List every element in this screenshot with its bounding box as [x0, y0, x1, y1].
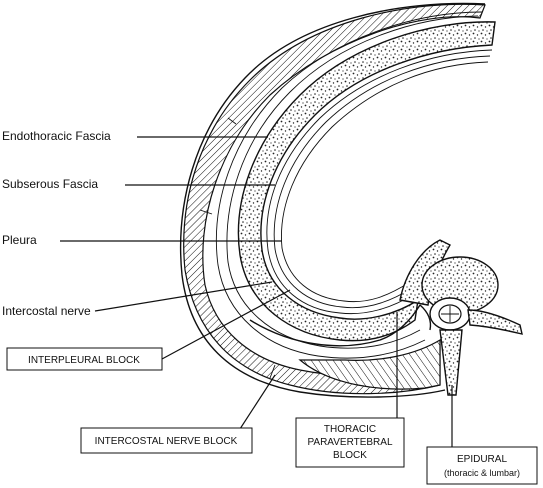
nerve-root — [419, 304, 432, 331]
subserous-fascia-line — [273, 55, 491, 309]
label-intercostal-nerve: Intercostal nerve — [2, 304, 91, 318]
rib — [237, 21, 496, 342]
pleura-line — [281, 61, 489, 303]
paravertebral-muscle — [298, 338, 441, 390]
epidural-box — [426, 446, 538, 485]
label-endothoracic-fascia: Endothoracic Fascia — [2, 129, 111, 143]
intercostal-nerve-path — [249, 304, 421, 347]
leader-intercostal-nerve — [94, 281, 273, 312]
spinal-cord-detail — [441, 306, 459, 322]
thoracic-paravertebral-line3: BLOCK — [333, 450, 367, 461]
nerve-branch-2 — [199, 209, 213, 215]
epidural-line1: EPIDURAL — [457, 454, 507, 465]
leader-intercostal-nerve-block — [237, 374, 276, 433]
thoracic-paravertebral-block-box — [295, 417, 405, 468]
lamina — [439, 329, 463, 396]
intercostal-nerve-block-label: INTERCOSTAL NERVE BLOCK — [95, 436, 238, 447]
interpleural-block-label: INTERPLEURAL BLOCK — [28, 355, 140, 366]
epidural-line2: (thoracic & lumbar) — [444, 468, 520, 478]
spinous-process — [467, 309, 523, 335]
nerve-branch-3 — [269, 364, 276, 379]
thoracic-paravertebral-line2: PARAVERTEBRAL — [307, 437, 392, 448]
thoracic-paravertebral-line1: THORACIC — [324, 424, 376, 435]
intercostal-muscle-line-2 — [226, 15, 479, 349]
label-subserous-fascia: Subserous Fascia — [2, 177, 98, 191]
nerve-branch-1 — [227, 117, 237, 125]
endothoracic-fascia-line — [266, 49, 493, 315]
interpleural-block-box — [6, 347, 163, 371]
label-pleura: Pleura — [2, 233, 37, 247]
skin-line — [179, 2, 486, 398]
leader-interpleural-block — [161, 289, 291, 360]
intercostal-nerve-block-box — [80, 427, 253, 454]
